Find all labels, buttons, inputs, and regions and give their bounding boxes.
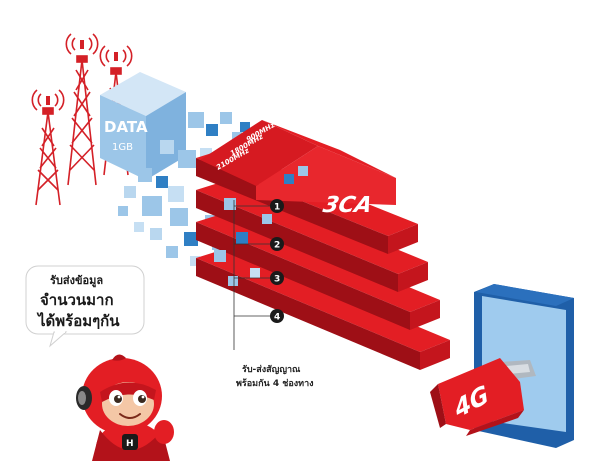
channel-number-text: 3 <box>274 275 280 285</box>
bubble-line-1: รับส่งข้อมูล <box>50 274 103 288</box>
channel-number-4: 4 <box>270 309 284 323</box>
channel-number-3: 3 <box>270 271 284 285</box>
bubble-line-3: ได้พร้อมๆกัน <box>36 311 120 330</box>
mascot: H <box>76 354 174 461</box>
speech-bubble: รับส่งข้อมูล จำนวนมาก ได้พร้อมๆกัน <box>25 265 145 348</box>
data-size-label: 1GB <box>112 142 133 153</box>
data-bits <box>118 112 250 266</box>
stair-bits <box>214 166 308 286</box>
channel-number-text: 2 <box>274 241 280 251</box>
channel-number-2: 2 <box>270 237 284 251</box>
tower-icon-middle <box>65 33 99 186</box>
mascot-badge-letter: H <box>126 439 134 449</box>
data-cube: DATA 1GB <box>100 72 186 180</box>
layer-2 <box>196 180 428 292</box>
data-label: DATA <box>104 118 148 136</box>
bubble-line-2: จำนวนมาก <box>40 291 114 309</box>
caption-line-1: รับ-ส่งสัญญาณ <box>242 364 301 375</box>
layer-3 <box>196 212 440 330</box>
channel-number-text: 1 <box>274 203 280 213</box>
channel-number-1: 1 <box>270 199 284 213</box>
channel-number-text: 4 <box>274 313 280 323</box>
band-stack: 900MHz 1800MHz 2100MHz 3CA <box>200 120 396 218</box>
plug-connector: 4G <box>430 358 536 436</box>
caption-line-2: พร้อมกัน 4 ช่องทาง <box>236 378 314 389</box>
callouts: 1 2 3 4 รับ-ส่งสัญญาณ พร้อมกัน 4 ช่องทาง <box>233 199 314 389</box>
tower-icon-left <box>31 89 65 206</box>
carrier-label: 3CA <box>321 192 375 218</box>
